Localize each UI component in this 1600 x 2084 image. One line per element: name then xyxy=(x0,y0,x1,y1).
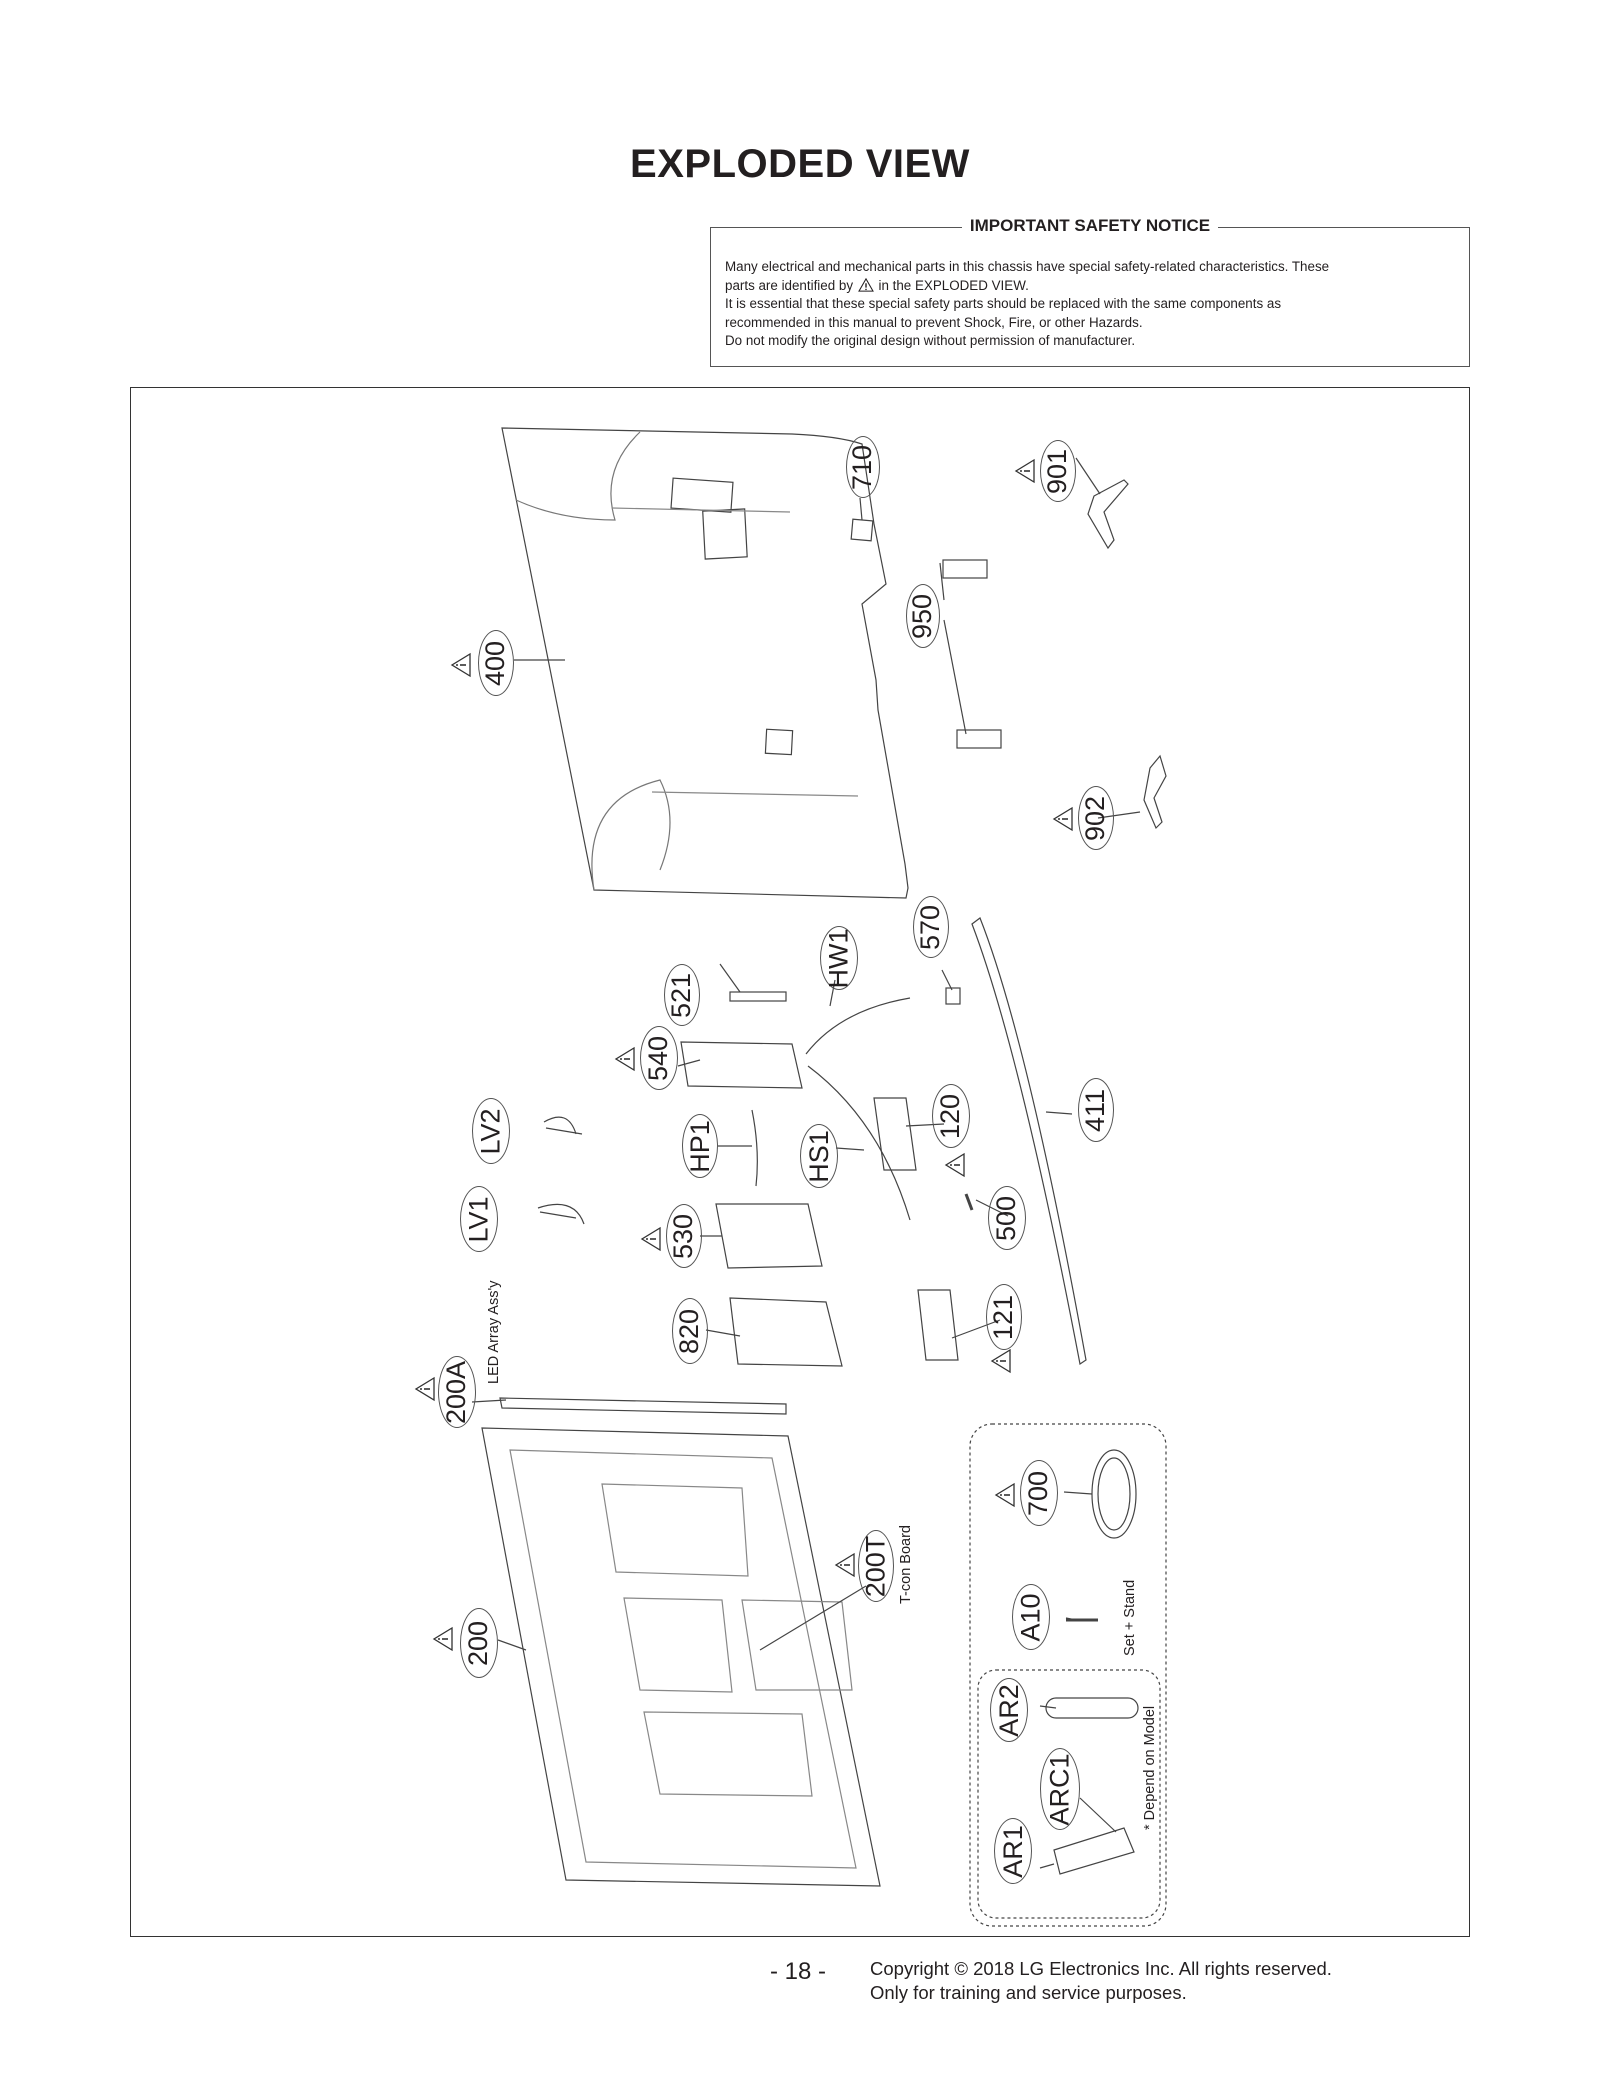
part-callout-121: 121 xyxy=(986,1284,1022,1350)
notice-line-1: Many electrical and mechanical parts in … xyxy=(725,259,1330,274)
safety-notice-heading: IMPORTANT SAFETY NOTICE xyxy=(711,216,1469,236)
part-callout-AR2: AR2 xyxy=(990,1678,1028,1742)
warning-triangle-icon xyxy=(834,1552,855,1578)
part-callout-570: 570 xyxy=(913,896,949,958)
safety-notice-body: Many electrical and mechanical parts in … xyxy=(725,258,1455,351)
page-title: EXPLODED VIEW xyxy=(630,142,970,186)
warning-triangle-icon xyxy=(990,1348,1011,1374)
annotation-set-stand: Set + Stand xyxy=(1122,1579,1138,1656)
part-callout-400: 400 xyxy=(478,630,514,696)
part-callout-LV2: LV2 xyxy=(472,1098,510,1164)
part-callout-521: 521 xyxy=(664,964,700,1026)
warning-triangle-icon xyxy=(432,1626,453,1652)
part-callout-LV1: LV1 xyxy=(460,1186,498,1252)
annotation-led-array: LED Array Ass'y xyxy=(486,1280,502,1385)
part-callout-200T: 200T xyxy=(858,1530,894,1602)
warning-triangle-icon xyxy=(1014,458,1035,484)
part-callout-HP1: HP1 xyxy=(682,1114,718,1178)
safety-notice-box: IMPORTANT SAFETY NOTICE Many electrical … xyxy=(710,216,1470,367)
annotation-tcon-board: T-con Board xyxy=(898,1525,914,1604)
notice-line-5: Do not modify the original design withou… xyxy=(725,333,1136,348)
part-callout-200A: 200A xyxy=(438,1356,476,1428)
warning-triangle-icon xyxy=(614,1046,635,1072)
page-number: - 18 - xyxy=(770,1958,827,1985)
part-callout-HS1: HS1 xyxy=(800,1124,838,1188)
warning-triangle-icon xyxy=(857,277,874,292)
warning-triangle-icon xyxy=(450,652,471,678)
part-callout-950: 950 xyxy=(906,584,940,648)
part-callout-ARC1: ARC1 xyxy=(1040,1748,1080,1830)
notice-line-4: recommended in this manual to prevent Sh… xyxy=(725,314,1143,330)
warning-triangle-icon xyxy=(640,1226,661,1252)
warning-triangle-icon xyxy=(944,1152,965,1178)
part-callout-540: 540 xyxy=(640,1026,678,1090)
warning-triangle-icon xyxy=(994,1482,1015,1508)
warning-triangle-icon xyxy=(414,1376,435,1402)
notice-line-3: It is essential that these special safet… xyxy=(725,296,1282,311)
annotation-depend-on-model: * Depend on Model xyxy=(1142,1705,1158,1830)
part-callout-HW1: HW1 xyxy=(820,926,858,990)
part-callout-710: 710 xyxy=(846,436,880,498)
part-callout-500: 500 xyxy=(988,1186,1026,1250)
part-callout-AR1: AR1 xyxy=(994,1818,1032,1884)
warning-triangle-icon xyxy=(1052,806,1073,832)
part-callout-200: 200 xyxy=(460,1608,498,1678)
part-callout-901: 901 xyxy=(1040,440,1076,502)
part-callout-120: 120 xyxy=(932,1084,970,1148)
part-callout-411: 411 xyxy=(1078,1078,1114,1142)
part-callout-820: 820 xyxy=(672,1298,708,1364)
notice-line-2: parts are identified by in the EXPLODED … xyxy=(725,277,1029,293)
part-callout-A10: A10 xyxy=(1012,1584,1050,1650)
part-callout-530: 530 xyxy=(666,1204,702,1268)
part-callout-700: 700 xyxy=(1020,1460,1058,1526)
exploded-view-frame xyxy=(130,387,1470,1937)
part-callout-902: 902 xyxy=(1078,786,1114,850)
copyright-notice: Copyright © 2018 LG Electronics Inc. All… xyxy=(870,1958,1332,2003)
